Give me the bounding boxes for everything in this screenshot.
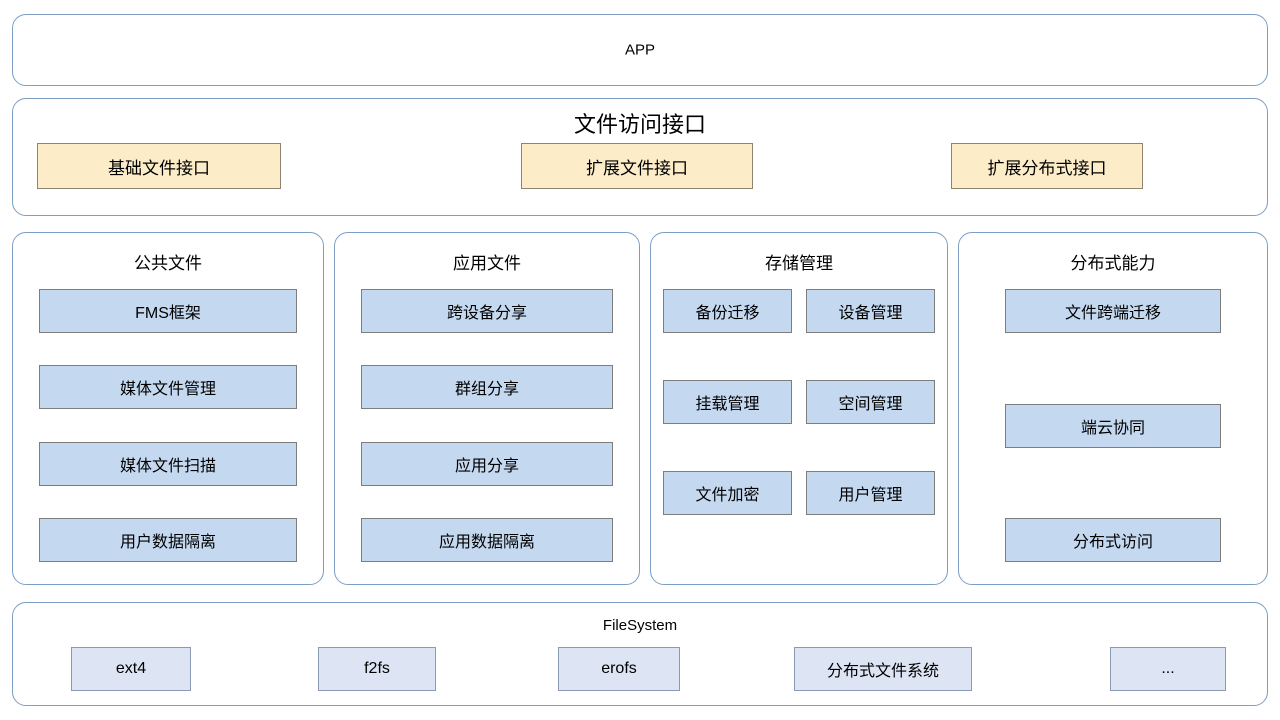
app-layer-panel: APP <box>12 14 1268 86</box>
column-distributed-capability: 分布式能力 文件跨端迁移 端云协同 分布式访问 <box>958 232 1268 585</box>
interface-chip-row: 基础文件接口 扩展文件接口 扩展分布式接口 <box>13 143 1267 189</box>
module-file-encryption[interactable]: 文件加密 <box>663 471 792 515</box>
filesystem-layer-title: FileSystem <box>602 617 678 634</box>
module-device-cloud-synergy[interactable]: 端云协同 <box>1005 403 1221 448</box>
column-distributed-capability-title: 分布式能力 <box>1070 254 1156 273</box>
filesystem-ext4[interactable]: ext4 <box>71 647 191 691</box>
column-public-files-title: 公共文件 <box>134 254 202 273</box>
app-layer-title: APP <box>624 41 655 59</box>
column-public-files: 公共文件 FMS框架 媒体文件管理 媒体文件扫描 用户数据隔离 <box>12 232 324 585</box>
module-group-sharing[interactable]: 群组分享 <box>361 365 613 410</box>
interface-extended-file[interactable]: 扩展文件接口 <box>521 143 753 189</box>
module-backup-migration[interactable]: 备份迁移 <box>663 289 792 333</box>
module-user-management[interactable]: 用户管理 <box>806 471 935 515</box>
column-application-files-body: 跨设备分享 群组分享 应用分享 应用数据隔离 <box>335 285 639 566</box>
column-storage-management-title: 存储管理 <box>765 254 833 273</box>
filesystem-erofs[interactable]: erofs <box>558 647 680 691</box>
column-storage-management: 存储管理 备份迁移 设备管理 挂载管理 空间管理 文件加密 用户管理 <box>650 232 948 585</box>
file-access-interface-panel: 文件访问接口 基础文件接口 扩展文件接口 扩展分布式接口 <box>12 98 1268 216</box>
column-storage-management-body: 备份迁移 设备管理 挂载管理 空间管理 文件加密 用户管理 <box>651 285 947 566</box>
module-media-file-management[interactable]: 媒体文件管理 <box>39 365 297 410</box>
module-application-sharing[interactable]: 应用分享 <box>361 441 613 486</box>
filesystem-f2fs[interactable]: f2fs <box>318 647 436 691</box>
module-distributed-access[interactable]: 分布式访问 <box>1005 518 1221 562</box>
filesystem-chip-row: ext4 f2fs erofs 分布式文件系统 ... <box>13 647 1267 691</box>
module-application-data-isolation[interactable]: 应用数据隔离 <box>361 517 613 562</box>
filesystem-more[interactable]: ... <box>1110 647 1226 691</box>
column-application-files: 应用文件 跨设备分享 群组分享 应用分享 应用数据隔离 <box>334 232 640 585</box>
module-mount-management[interactable]: 挂载管理 <box>663 380 792 424</box>
module-user-data-isolation[interactable]: 用户数据隔离 <box>39 517 297 562</box>
column-distributed-capability-body: 文件跨端迁移 端云协同 分布式访问 <box>959 285 1267 566</box>
column-application-files-title: 应用文件 <box>453 254 521 273</box>
filesystem-distributed[interactable]: 分布式文件系统 <box>794 647 972 691</box>
interface-basic-file[interactable]: 基础文件接口 <box>37 143 281 189</box>
column-public-files-body: FMS框架 媒体文件管理 媒体文件扫描 用户数据隔离 <box>13 285 323 566</box>
file-access-interface-title: 文件访问接口 <box>573 112 706 137</box>
module-device-management[interactable]: 设备管理 <box>806 289 935 333</box>
filesystem-layer-panel: FileSystem ext4 f2fs erofs 分布式文件系统 ... <box>12 602 1268 706</box>
module-cross-device-file-migration[interactable]: 文件跨端迁移 <box>1005 289 1221 333</box>
interface-extended-distributed[interactable]: 扩展分布式接口 <box>951 143 1143 189</box>
module-space-management[interactable]: 空间管理 <box>806 380 935 424</box>
module-fms-framework[interactable]: FMS框架 <box>39 289 297 333</box>
module-cross-device-sharing[interactable]: 跨设备分享 <box>361 289 613 333</box>
module-media-file-scan[interactable]: 媒体文件扫描 <box>39 441 297 486</box>
